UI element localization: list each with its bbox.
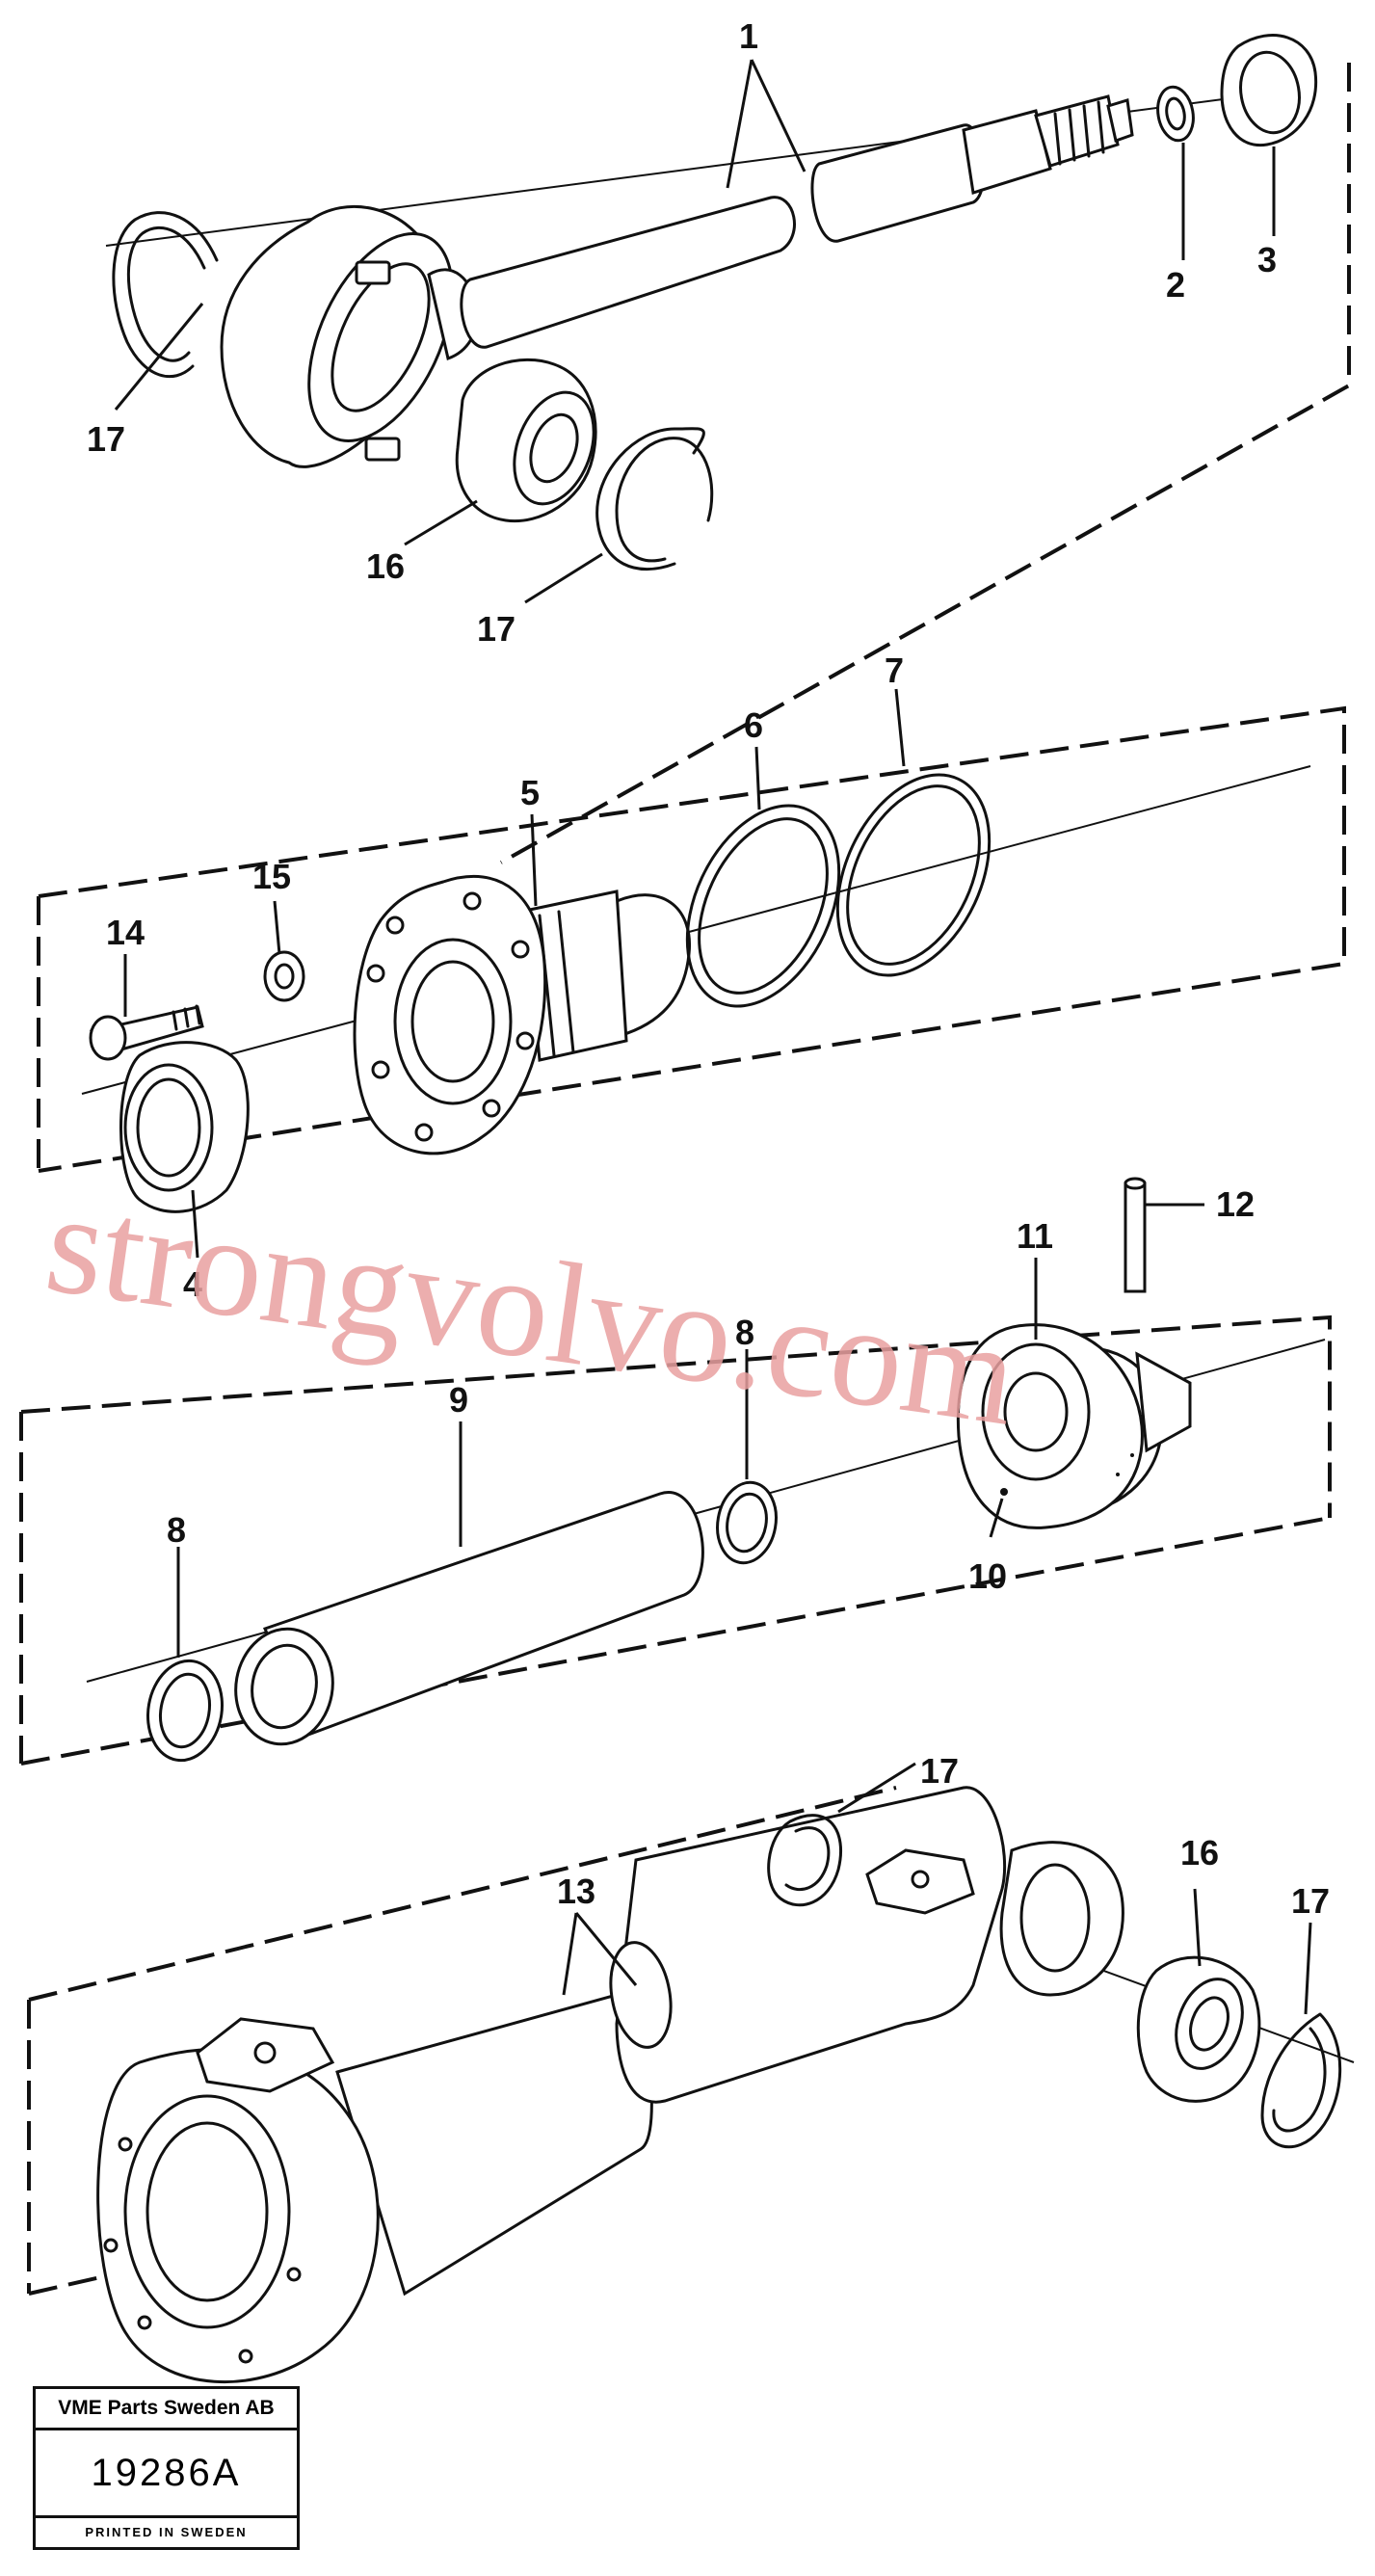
callout-9: 9: [449, 1380, 468, 1420]
title-block-printed: PRINTED IN SWEDEN: [85, 2525, 248, 2539]
guide-bushing-4: [119, 1041, 250, 1213]
piston-11: [956, 1323, 1192, 1529]
callout-7: 7: [885, 651, 904, 690]
leader-13: [562, 1912, 638, 1996]
o-ring-6: [685, 804, 841, 1008]
washer-8-left: [146, 1659, 224, 1763]
callout-14: 14: [106, 913, 145, 952]
callout-4: 4: [183, 1264, 202, 1304]
callout-17-b: 17: [477, 609, 516, 649]
group-cylinder-head: [37, 688, 1346, 1259]
watermark-text: strongvolvo.com: [38, 1162, 1026, 1456]
group2-dashed-border: [37, 705, 1346, 1173]
retaining-ring-17-right: [595, 427, 714, 571]
retaining-ring-17-tube-right: [1260, 2012, 1342, 2149]
callout-8-a: 8: [167, 1510, 186, 1550]
callout-17-d: 17: [1291, 1881, 1330, 1921]
leader-10: [989, 1498, 1004, 1538]
callout-17-a: 17: [87, 419, 125, 459]
title-block-company: VME Parts Sweden AB: [36, 2389, 297, 2430]
group2-axis-line: [81, 765, 1311, 1095]
cylinder-head-5: [353, 875, 692, 1155]
group-cylinder-tube: [27, 1762, 1355, 2384]
title-block-drawing-number: 19286A: [36, 2430, 297, 2518]
dowel-10: [1000, 1488, 1008, 1496]
group3-dashed-border: [19, 1315, 1332, 1766]
leader-7: [894, 688, 906, 767]
callout-6: 6: [744, 705, 763, 745]
group-piston-rod: [105, 34, 1351, 864]
washer-15: [263, 950, 305, 1002]
callout-3: 3: [1257, 240, 1277, 279]
rod-eye: [220, 205, 479, 468]
leader-17-right: [524, 552, 603, 604]
callout-16-b: 16: [1180, 1833, 1219, 1872]
washer-8-right: [716, 1480, 778, 1565]
callout-5: 5: [520, 773, 540, 812]
cap-screw-14: [89, 1004, 204, 1061]
leader-17-tube-left: [837, 1762, 916, 1814]
cylinder-tube-13: [96, 1786, 1124, 2384]
wiper-ring-3: [1220, 34, 1318, 147]
callout-17-c: 17: [920, 1751, 959, 1791]
spherical-bearing-16-bottom: [1136, 1955, 1261, 2103]
callout-16-a: 16: [366, 546, 405, 586]
leader-16-top: [404, 499, 478, 546]
callout-13: 13: [557, 1872, 595, 1911]
seal-washer-2: [1156, 85, 1195, 143]
retaining-ring-17-left: [112, 211, 219, 379]
title-block: VME Parts Sweden AB 19286A PRINTED IN SW…: [33, 2386, 300, 2550]
callout-10: 10: [968, 1556, 1007, 1596]
leader-16-bottom: [1193, 1888, 1202, 1967]
leader-17-tube-right: [1304, 1922, 1312, 2015]
callout-8-b: 8: [735, 1313, 754, 1352]
leader-15: [273, 900, 281, 955]
leader-4: [191, 1189, 199, 1259]
group-piston: [19, 1177, 1332, 1766]
spacer-tube-9: [234, 1491, 704, 1746]
leader-1: [726, 59, 806, 189]
backup-ring-7: [835, 773, 992, 977]
piston-rod-shaft: [460, 94, 1134, 349]
leader-6: [754, 746, 761, 810]
callout-15: 15: [252, 857, 291, 896]
retaining-ring-17-tube-left: [767, 1814, 843, 1907]
leader-5: [530, 813, 538, 907]
group1-dashed-border: [500, 63, 1351, 864]
pin-12: [1124, 1177, 1147, 1293]
callout-2: 2: [1166, 265, 1185, 305]
spherical-bearing-16-top: [455, 358, 597, 523]
callout-1: 1: [739, 16, 758, 56]
callout-12: 12: [1216, 1184, 1255, 1224]
leader-17-left: [114, 303, 204, 411]
callout-11: 11: [1017, 1216, 1053, 1256]
